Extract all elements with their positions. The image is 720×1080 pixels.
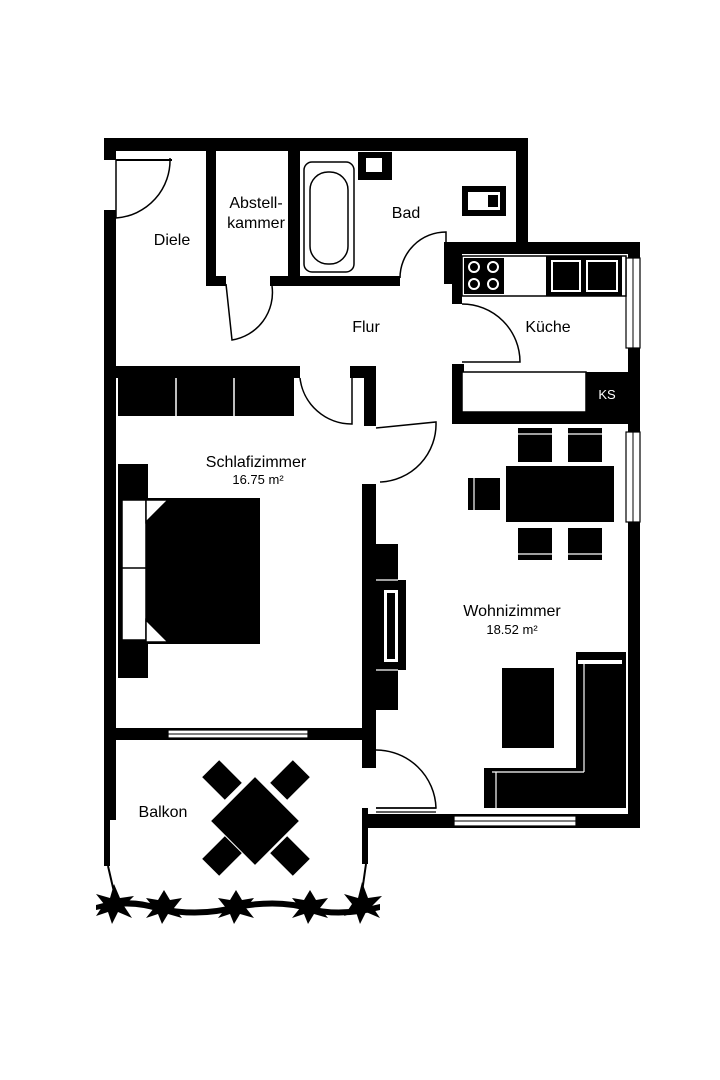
chair — [202, 760, 242, 800]
chair — [468, 478, 500, 510]
label-abstellkammer-1: Abstell- — [229, 195, 282, 212]
ks-storage — [586, 372, 628, 412]
chair — [518, 428, 552, 462]
label-wohnzimmer-area: 18.52 m² — [486, 622, 538, 637]
chair — [270, 760, 310, 800]
dining-table — [506, 466, 614, 522]
kitchen-fixtures — [461, 255, 628, 413]
label-schlafzimmer-area: 16.75 m² — [232, 472, 284, 487]
label-abstellkammer-2: kammer — [227, 215, 285, 232]
balcony-table — [211, 777, 299, 865]
wardrobe — [118, 378, 294, 416]
label-flur: Flur — [352, 319, 380, 336]
room-labels: Diele Abstell- kammer Bad Flur Küche KS … — [139, 195, 616, 821]
label-balkon: Balkon — [139, 804, 188, 821]
doors — [115, 157, 521, 813]
chair — [518, 528, 552, 560]
label-diele: Diele — [154, 232, 191, 249]
chair — [568, 528, 602, 560]
nightstand-top — [118, 464, 148, 498]
label-ks: KS — [598, 387, 616, 402]
coffee-table — [502, 668, 554, 748]
living-room-furniture — [376, 428, 626, 808]
bathroom-fixtures — [303, 152, 506, 273]
balcony-planters — [96, 863, 382, 924]
chair — [270, 836, 310, 876]
label-kueche: Küche — [525, 319, 570, 336]
windows — [167, 257, 641, 827]
bedroom-furniture — [118, 378, 294, 678]
label-bad: Bad — [392, 205, 420, 222]
label-schlafzimmer: Schlafizimmer — [206, 454, 307, 471]
balcony-furniture — [202, 760, 310, 876]
label-wohnzimmer: Wohnizimmer — [463, 603, 561, 620]
chair — [568, 428, 602, 462]
nightstand-bottom — [118, 644, 148, 678]
chair — [202, 836, 242, 876]
